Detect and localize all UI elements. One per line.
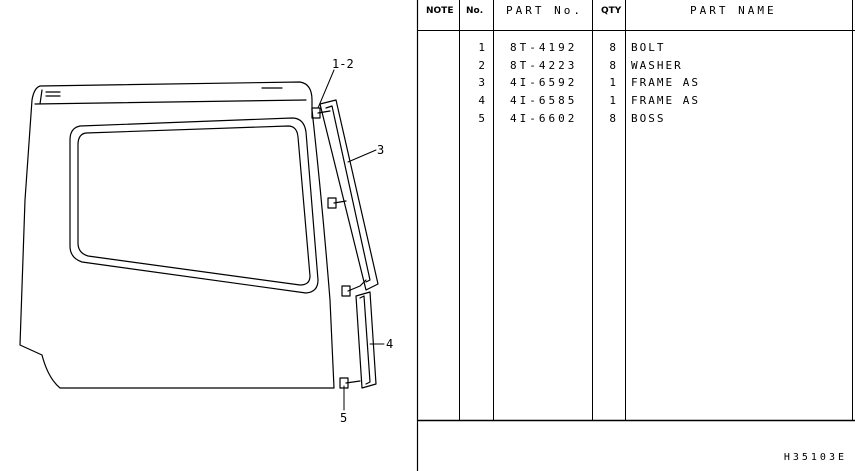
leader-1-2 — [317, 69, 335, 109]
bolt-line-3 — [347, 279, 367, 292]
row-5-no: 5 — [478, 112, 485, 125]
drawing-code: H35103E — [783, 452, 847, 463]
window-frame-inner — [77, 125, 311, 286]
callout-4: 4 — [386, 337, 393, 351]
row-5-qty: 8 — [609, 112, 616, 125]
header-part-no: PART No. — [506, 4, 583, 17]
row-1-name: BOLT — [631, 41, 666, 54]
frame-4 — [355, 291, 377, 389]
roof-line — [34, 99, 307, 105]
bolt-line-4 — [345, 380, 361, 384]
header-part-name: PART NAME — [690, 4, 777, 17]
row-1-qty: 8 — [609, 41, 616, 54]
parts-drawing: 1-2 3 4 5 — [19, 57, 393, 425]
row-4-name: FRAME AS — [631, 94, 700, 107]
callout-1-2: 1-2 — [332, 57, 354, 71]
row-5-name: BOSS — [631, 112, 666, 125]
row-2-no: 2 — [478, 59, 485, 72]
row-3-qty: 1 — [609, 76, 616, 89]
row-3-no: 3 — [478, 76, 485, 89]
row-3-name: FRAME AS — [631, 76, 700, 89]
cab-door-outline — [19, 81, 335, 389]
row-4-qty: 1 — [609, 94, 616, 107]
callout-5: 5 — [340, 411, 347, 425]
row-2-qty: 8 — [609, 59, 616, 72]
row-1-no: 1 — [478, 41, 485, 54]
roof-mark-1 — [45, 91, 61, 97]
row-5-part-no: 4I-6602 — [510, 112, 578, 125]
bolt-line-2 — [333, 200, 347, 204]
row-3-part-no: 4I-6592 — [510, 76, 578, 89]
leader-3 — [347, 149, 377, 163]
row-4-part-no: 4I-6585 — [510, 94, 578, 107]
roof-edge — [39, 89, 43, 105]
callout-3: 3 — [377, 143, 384, 157]
row-2-part-no: 8T-4223 — [510, 59, 578, 72]
header-note: NOTE — [426, 6, 454, 16]
frame-3-inner — [325, 105, 371, 283]
row-4-no: 4 — [478, 94, 485, 107]
bolt-line-1 — [317, 110, 331, 114]
frame-3 — [319, 99, 379, 291]
boss-3 — [341, 285, 351, 297]
row-2-name: WASHER — [631, 59, 683, 72]
frame-4-inner — [359, 295, 371, 385]
window-frame-outer — [69, 117, 319, 294]
row-1-part-no: 8T-4192 — [510, 41, 578, 54]
header-qty: QTY — [601, 6, 622, 16]
header-no: No. — [466, 6, 484, 16]
